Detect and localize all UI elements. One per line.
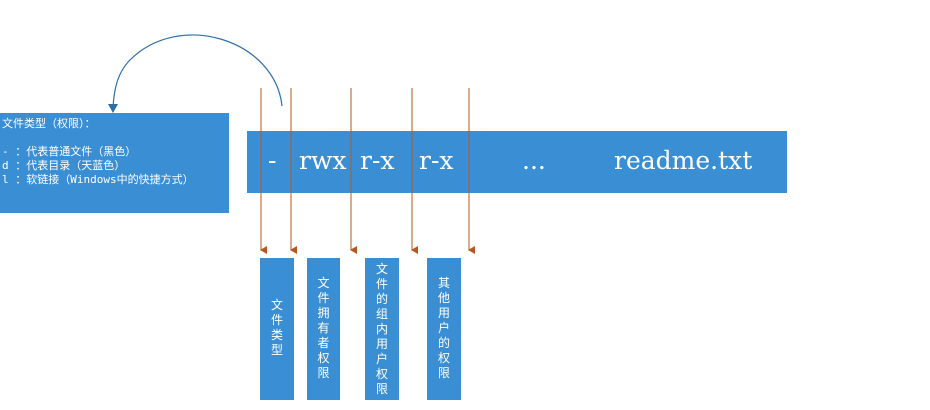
legend-line-symlink: l ：软链接（Windows中的快捷方式） bbox=[2, 173, 194, 186]
label-char: 文 bbox=[270, 298, 283, 312]
legend-line-regular: - ：代表普通文件（黑色） bbox=[2, 145, 137, 158]
label-char: 权 bbox=[375, 367, 388, 381]
label-char: 拥 bbox=[317, 306, 330, 320]
perm-filename: readme.txt bbox=[614, 146, 753, 175]
label-char: 内 bbox=[375, 322, 388, 336]
label-char: 类 bbox=[270, 328, 283, 342]
perm-ellipsis: ... bbox=[522, 146, 546, 175]
label-char: 限 bbox=[437, 366, 450, 380]
label-char: 其 bbox=[437, 276, 450, 290]
label-char: 有 bbox=[317, 321, 330, 335]
label-owner: 文件拥有者权限 bbox=[307, 276, 340, 381]
legend-title: 文件类型（权限）： bbox=[2, 117, 96, 130]
perm-owner: rwx bbox=[299, 146, 347, 175]
label-char: 组 bbox=[375, 307, 388, 321]
label-char: 他 bbox=[437, 291, 450, 305]
label-char: 权 bbox=[317, 351, 330, 365]
curved-arrow-to-legend bbox=[112, 34, 283, 109]
label-char: 件 bbox=[317, 291, 330, 305]
label-char: 限 bbox=[375, 382, 388, 396]
curved-arrow-head bbox=[108, 104, 118, 113]
label-char: 用 bbox=[375, 337, 388, 351]
perm-type-char: - bbox=[268, 146, 277, 175]
label-char: 限 bbox=[317, 366, 330, 380]
label-char: 者 bbox=[317, 336, 330, 350]
permission-string-bar bbox=[247, 131, 787, 193]
label-box-group: 文件的组内用户权限 bbox=[365, 258, 399, 400]
perm-group: r-x bbox=[360, 146, 395, 175]
label-other: 其他用户的权限 bbox=[427, 276, 461, 381]
legend-line-directory: d ：代表目录（天蓝色） bbox=[2, 159, 126, 172]
label-char: 文 bbox=[375, 262, 388, 276]
label-group: 文件的组内用户权限 bbox=[365, 262, 399, 397]
label-char: 权 bbox=[437, 351, 450, 365]
label-char: 件 bbox=[270, 313, 283, 327]
label-box-other: 其他用户的权限 bbox=[427, 258, 461, 400]
file-type-legend: 文件类型（权限）： - ：代表普通文件（黑色） d ：代表目录（天蓝色） l ：… bbox=[0, 113, 229, 213]
label-box-owner: 文件拥有者权限 bbox=[307, 258, 340, 400]
label-char: 的 bbox=[375, 292, 388, 306]
label-box-file-type: 文件类型 bbox=[260, 258, 294, 400]
label-char: 件 bbox=[375, 277, 388, 291]
label-char: 户 bbox=[375, 352, 388, 366]
label-char: 户 bbox=[437, 321, 450, 335]
perm-other: r-x bbox=[419, 146, 454, 175]
label-char: 文 bbox=[317, 276, 330, 290]
label-char: 用 bbox=[437, 306, 450, 320]
label-char: 的 bbox=[437, 336, 450, 350]
label-char: 型 bbox=[270, 343, 283, 357]
label-file-type: 文件类型 bbox=[260, 298, 294, 358]
